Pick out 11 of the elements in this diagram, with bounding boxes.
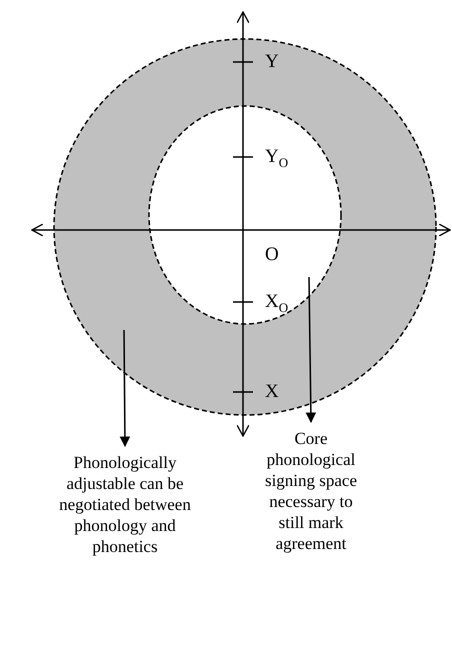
axis-label: Y xyxy=(265,52,279,72)
axis-label: O xyxy=(265,245,279,265)
axis-label: X$_{O}$ xyxy=(265,292,288,317)
outer-ring xyxy=(53,38,437,416)
leader-arrow xyxy=(120,330,130,448)
caption-text: Core phonological signing space necessary to still mark agreement xyxy=(258,428,364,554)
caption-text: Phonologically adjustable can be negotiated between phonology and phonetics xyxy=(40,452,210,557)
axis-label: X xyxy=(265,382,279,402)
axis-label: Y$_{O}$ xyxy=(265,147,288,172)
leader-arrow xyxy=(306,277,316,424)
inner-circle xyxy=(148,105,342,325)
